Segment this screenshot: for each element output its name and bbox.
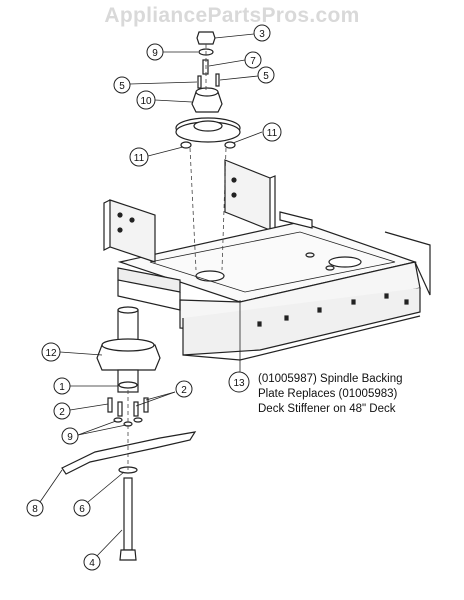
callout-5-right: 5 — [257, 66, 275, 84]
svg-text:11: 11 — [134, 153, 145, 164]
svg-text:5: 5 — [263, 71, 269, 82]
svg-text:9: 9 — [152, 48, 158, 59]
callout-5-left: 5 — [113, 76, 131, 94]
callout-2-left: 2 — [53, 402, 71, 420]
svg-text:1: 1 — [59, 382, 65, 393]
callout-1: 1 — [53, 377, 71, 395]
svg-text:2: 2 — [181, 385, 187, 396]
watermark: AppliancePartsPros.com — [104, 4, 360, 27]
svg-text:4: 4 — [89, 558, 95, 569]
svg-text:2: 2 — [59, 407, 65, 418]
callout-9-bottom: 9 — [61, 427, 79, 445]
svg-text:6: 6 — [79, 504, 85, 515]
svg-text:11: 11 — [267, 128, 278, 139]
callout-10: 10 — [136, 90, 156, 110]
spindle-plate-note: (01005987) Spindle Backing Plate Replace… — [258, 372, 458, 417]
note-line-2: Plate Replaces (01005983) — [258, 388, 398, 400]
callout-2-right: 2 — [175, 380, 193, 398]
callout-12: 12 — [41, 342, 61, 362]
callout-13: 13 — [228, 371, 250, 393]
callout-8: 8 — [26, 499, 44, 517]
svg-text:9: 9 — [67, 432, 73, 443]
svg-text:13: 13 — [233, 378, 245, 389]
callout-3: 3 — [253, 24, 271, 42]
callout-6: 6 — [73, 499, 91, 517]
svg-text:8: 8 — [32, 504, 38, 515]
svg-text:3: 3 — [259, 29, 265, 40]
note-line-1: (01005987) Spindle Backing — [258, 373, 403, 385]
svg-text:10: 10 — [140, 96, 152, 107]
svg-text:5: 5 — [119, 81, 125, 92]
svg-text:7: 7 — [250, 56, 256, 67]
callout-11-right: 11 — [262, 122, 282, 142]
note-line-3: Deck Stiffener on 48" Deck — [258, 403, 396, 415]
svg-text:12: 12 — [45, 348, 57, 359]
callout-7: 7 — [244, 51, 262, 69]
callout-9-top: 9 — [146, 43, 164, 61]
callout-4: 4 — [83, 553, 101, 571]
callout-11-left: 11 — [129, 147, 149, 167]
